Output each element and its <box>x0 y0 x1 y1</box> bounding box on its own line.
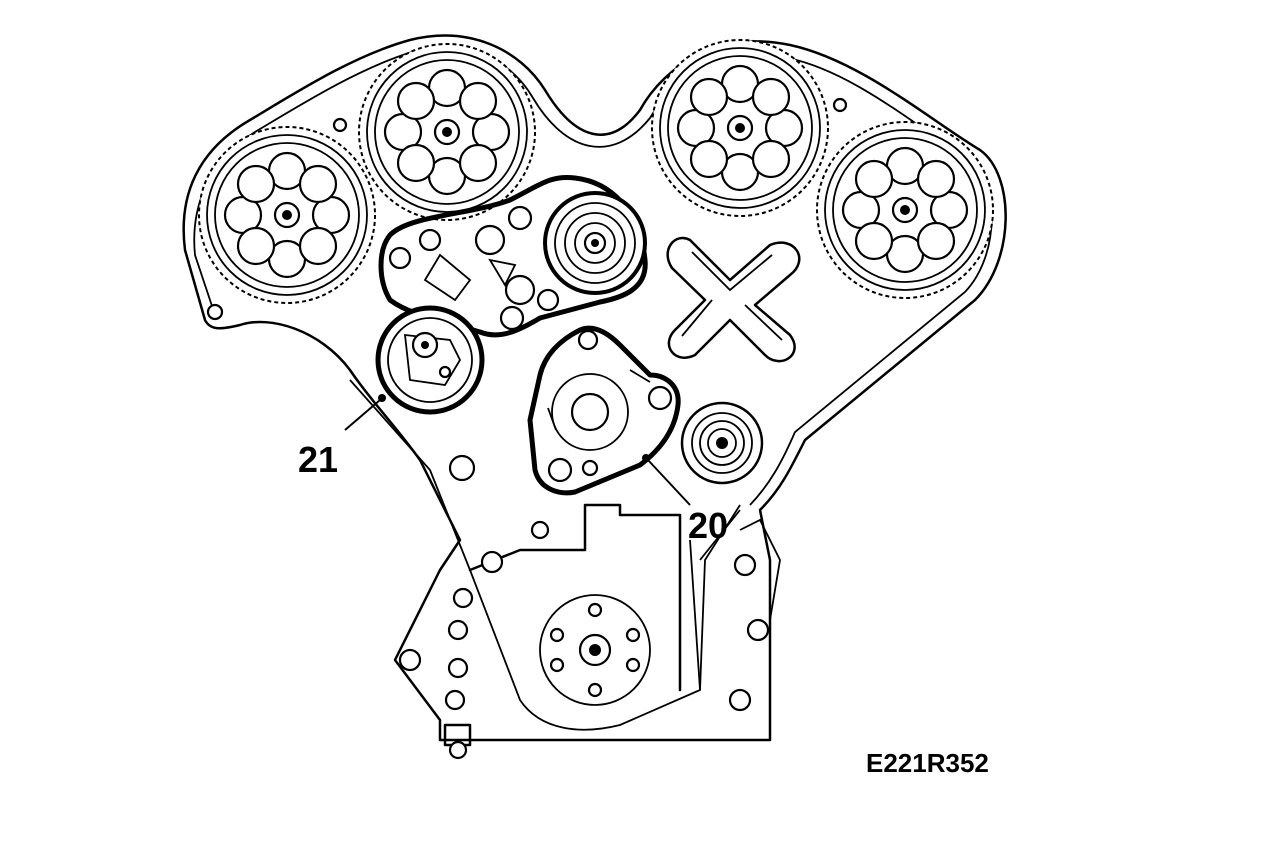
upper-belt-bracket <box>378 174 648 338</box>
x-shaped-rib <box>666 236 801 363</box>
lower-idler-pulley <box>680 401 764 485</box>
camshaft-sprocket-right-outer <box>816 121 994 299</box>
lower-cover-details <box>398 454 781 760</box>
camshaft-sprocket-left-outer <box>198 126 376 304</box>
camshaft-sprocket-left-inner <box>358 43 536 221</box>
left-guide-pulley <box>375 305 485 415</box>
figure-code: E221R352 <box>866 748 989 778</box>
casing-bolt-hole <box>206 303 224 321</box>
callout-20-leader <box>647 459 691 506</box>
callout-21-leader <box>344 399 381 431</box>
callout-20: 20 <box>642 454 728 546</box>
camshaft-sprocket-right-inner <box>651 39 829 217</box>
upper-idler-pulley <box>543 191 647 295</box>
crankshaft-sprocket <box>539 594 651 706</box>
callout-21: 21 <box>298 394 386 480</box>
belt-tensioner <box>527 325 681 496</box>
callout-20-label: 20 <box>688 505 728 546</box>
callout-21-label: 21 <box>298 439 338 480</box>
